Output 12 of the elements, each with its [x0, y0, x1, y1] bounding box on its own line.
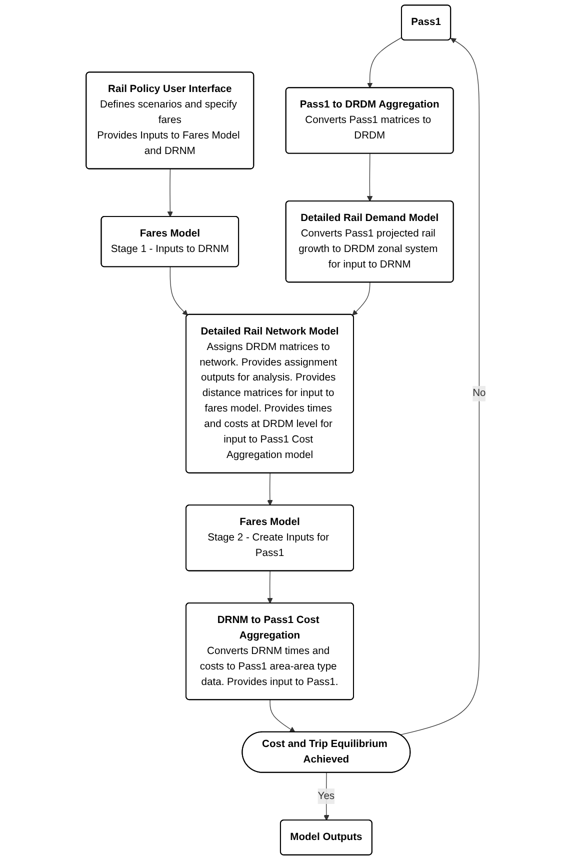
edge-label: Yes	[317, 790, 334, 802]
arrow	[323, 772, 329, 821]
edge-label: No	[472, 388, 486, 399]
arrow	[169, 266, 188, 316]
arrow	[266, 570, 272, 604]
arrow	[352, 282, 370, 316]
arrow	[400, 38, 480, 736]
arrow	[366, 153, 372, 202]
arrow	[166, 168, 173, 218]
arrow	[269, 700, 295, 732]
arrow	[266, 472, 272, 506]
arrow	[366, 37, 402, 88]
